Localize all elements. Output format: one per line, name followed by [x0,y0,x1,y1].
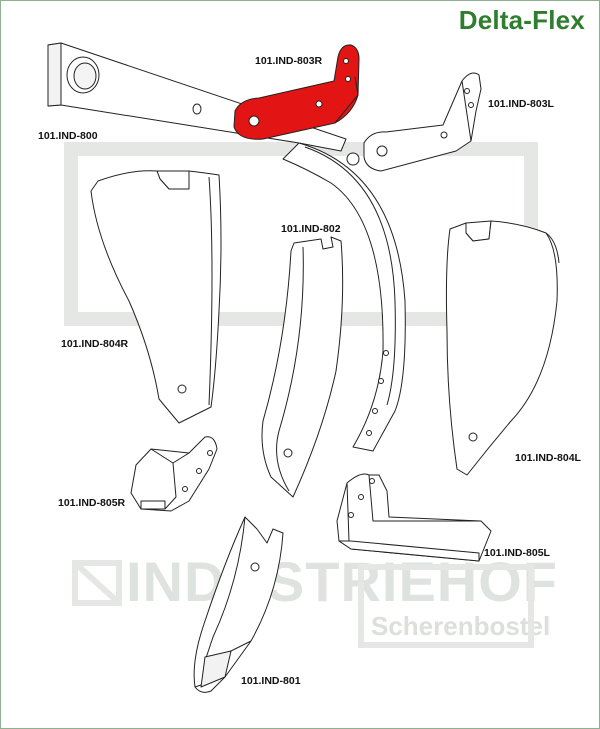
part-shin-left [336,473,492,562]
part-wing-left [445,220,560,476]
brand-title: Delta-Flex [458,5,585,35]
part-shin-right [130,436,218,512]
label-101-ind-805l: 101.IND-805L [484,547,550,559]
label-101-ind-802: 101.IND-802 [281,223,341,235]
label-101-ind-805r: 101.IND-805R [58,497,126,509]
label-101-ind-803r: 101.IND-803R [255,55,323,67]
label-101-ind-803l: 101.IND-803L [488,98,554,110]
watermark-subtext: Scherenbostel [371,611,551,641]
part-frame-shank [282,142,406,452]
label-101-ind-800: 101.IND-800 [38,130,98,142]
part-wing-right [90,170,222,424]
label-101-ind-804r: 101.IND-804R [61,338,129,350]
label-101-ind-804l: 101.IND-804L [515,452,581,464]
part-bracket-right [233,44,360,140]
watermark-logo-text: INDUSTRIEHOF [126,550,558,613]
label-101-ind-801: 101.IND-801 [241,675,301,687]
part-bracket-left [363,72,482,172]
part-shank-plate [261,236,344,498]
part-share-point [193,516,284,693]
